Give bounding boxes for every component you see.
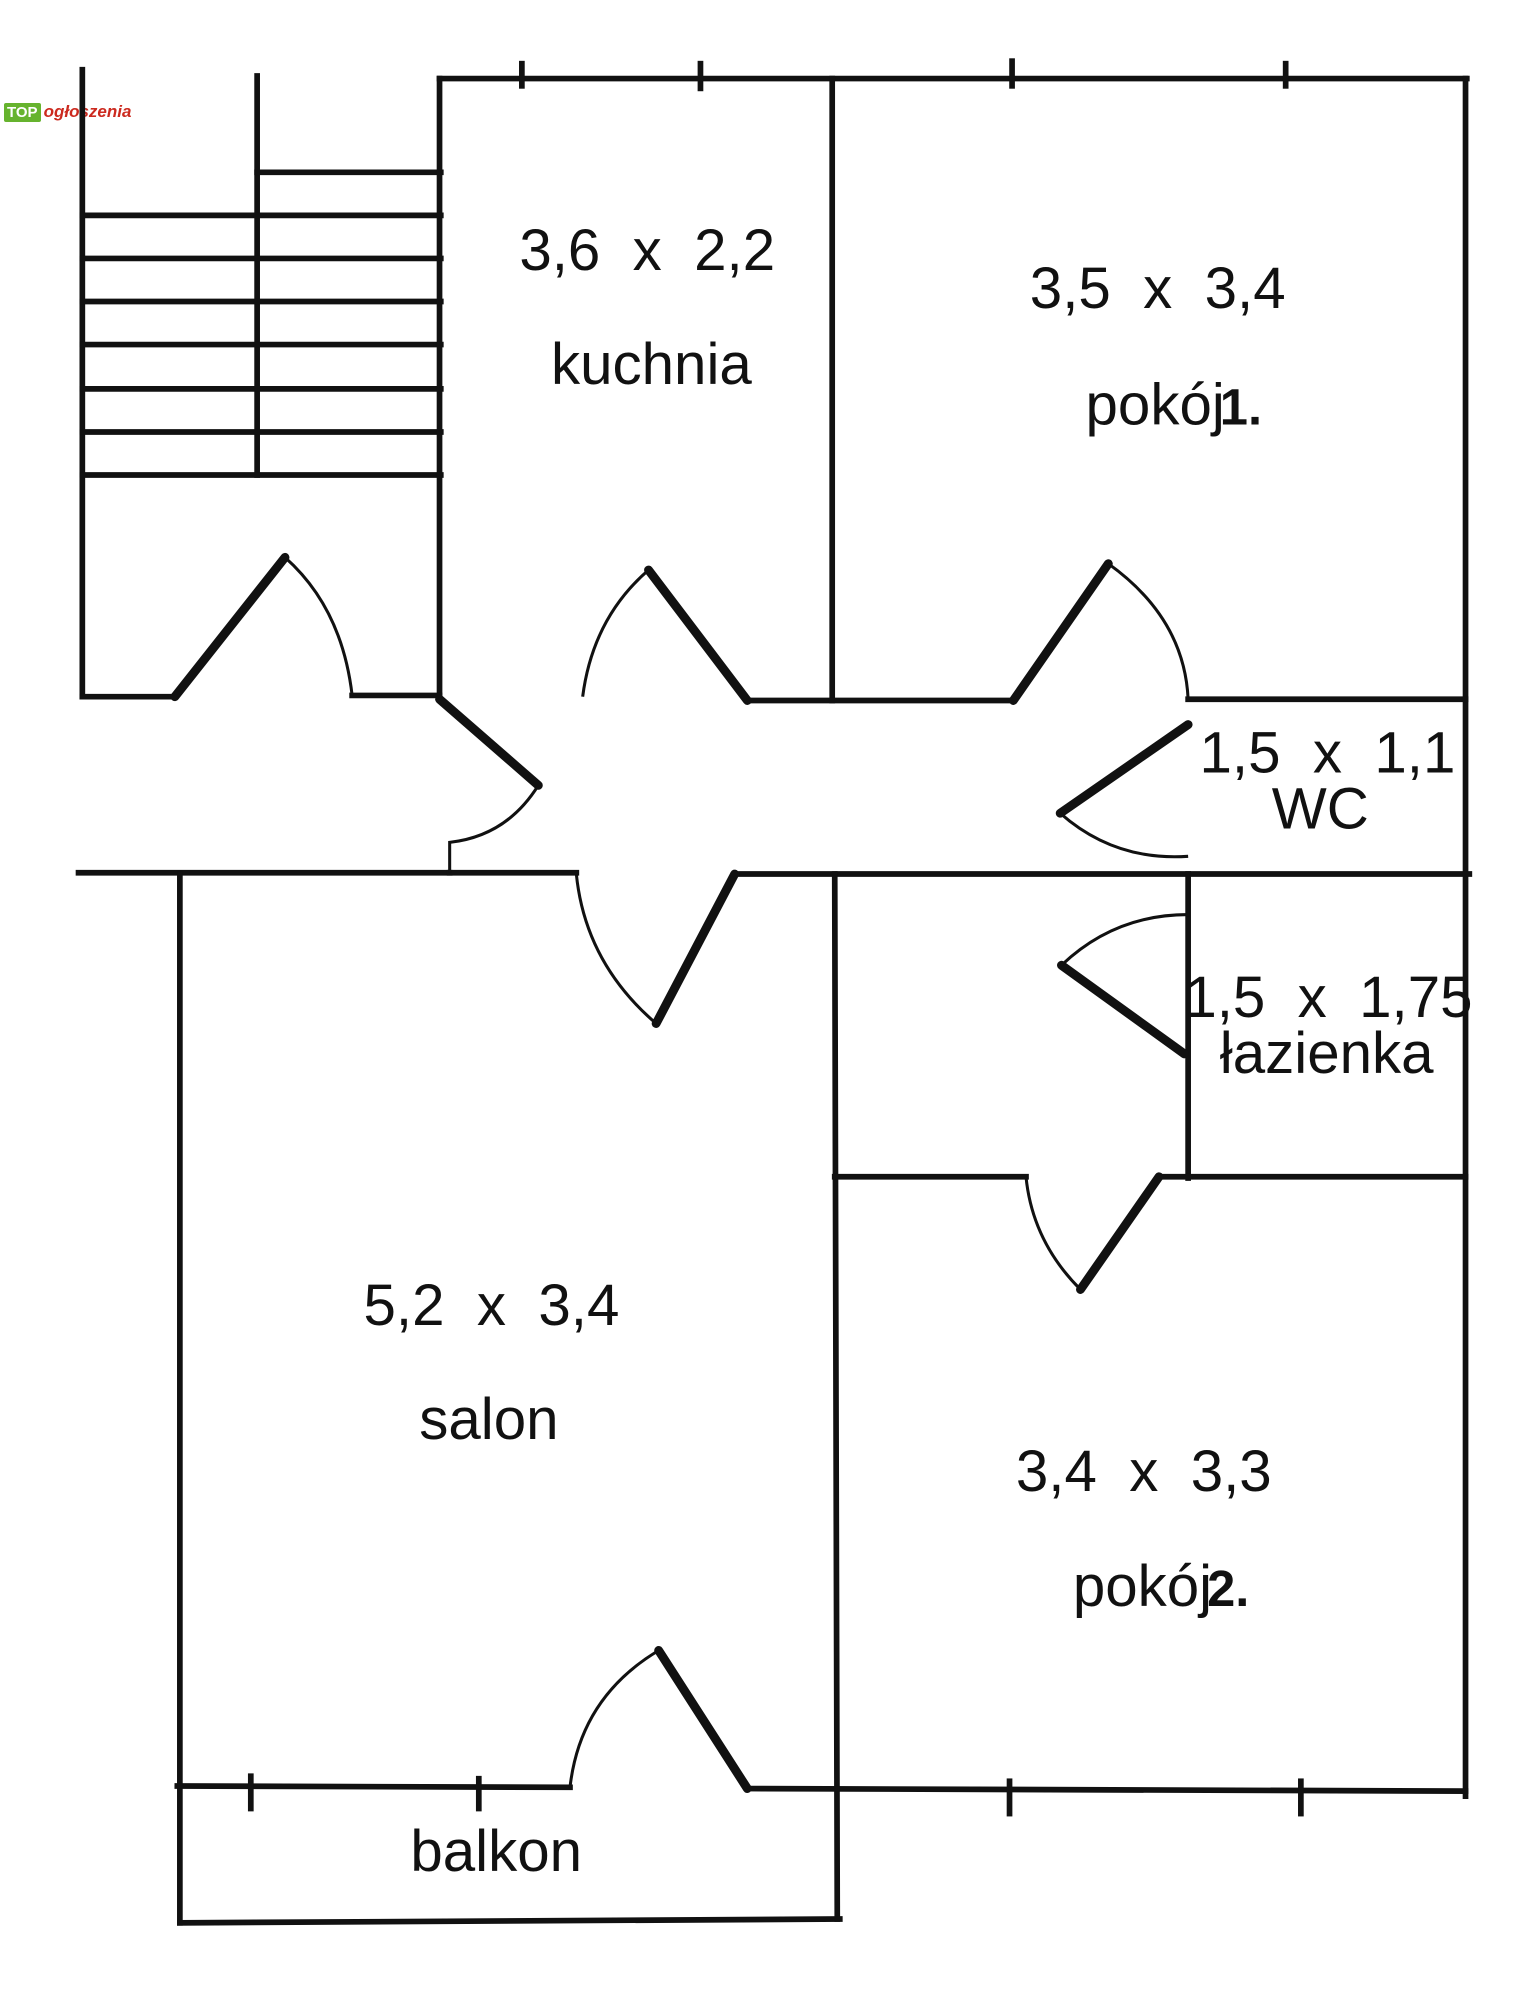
pokoj2-number: 2. <box>1207 1560 1249 1617</box>
logo-box: TOP <box>4 102 41 122</box>
pokoj1-number: 1. <box>1220 378 1262 435</box>
kuchnia-label: kuchnia <box>551 332 752 397</box>
walls <box>75 75 1473 1926</box>
pokoj1-label: pokój <box>1086 372 1225 437</box>
salon-label: salon <box>419 1387 558 1452</box>
salon-dims: 5,2 x 3,4 <box>364 1273 620 1338</box>
balkon-label: balkon <box>410 1819 582 1884</box>
pokoj2-dims: 3,4 x 3,3 <box>1016 1439 1272 1504</box>
pokoj2-label: pokój <box>1073 1554 1212 1619</box>
doors <box>170 552 1193 1793</box>
lazienka-dims: 1,5 x 1,75 <box>1184 965 1472 1030</box>
wc-dims: 1,5 x 1,1 <box>1200 721 1456 786</box>
staircase <box>79 66 444 700</box>
logo-text: ogłoszenia <box>43 102 132 121</box>
site-logo: TOP ogłoszenia <box>4 100 131 124</box>
window-marks <box>247 58 1304 1817</box>
lazienka-label: łazienka <box>1220 1021 1434 1086</box>
kuchnia-dims: 3,6 x 2,2 <box>519 218 775 283</box>
pokoj1-dims: 3,5 x 3,4 <box>1030 256 1286 321</box>
wc-label: WC <box>1272 776 1369 841</box>
